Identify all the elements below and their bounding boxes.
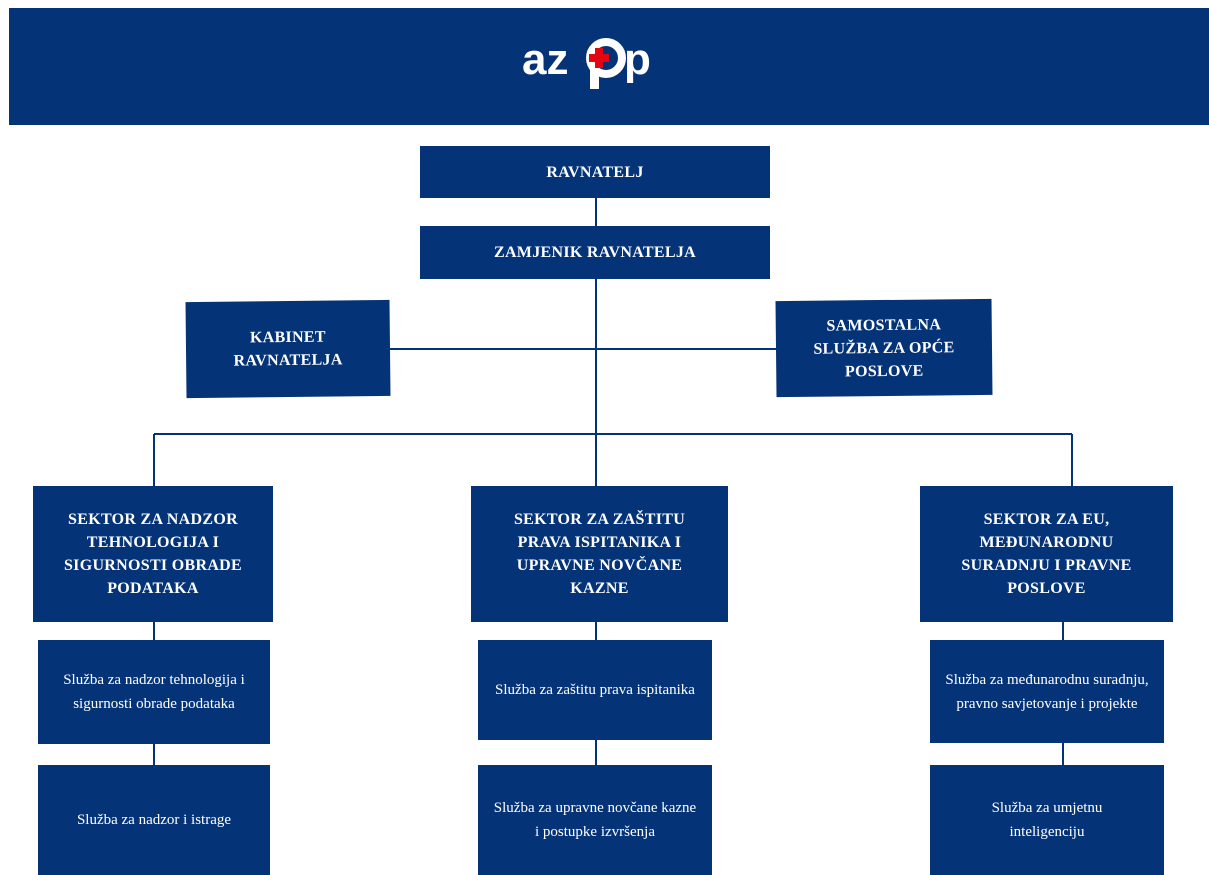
service-label: Služba za umjetnu inteligenciju [991, 800, 1103, 840]
service-box: Služba za nadzor tehnologija i sigurnost… [38, 640, 270, 744]
header-banner [9, 8, 1209, 125]
sector-title: SEKTOR ZA NADZOR TEHNOLOGIJA I SIGURNOST… [63, 511, 243, 597]
service-box: Služba za upravne novčane kazne i postup… [478, 765, 712, 875]
service-label: Služba za nadzor tehnologija i sigurnost… [63, 672, 245, 712]
director-label: RAVNATELJ [546, 163, 644, 181]
logo-text-right: p [624, 35, 651, 84]
cabinet-box: KABINET RAVNATELJA [185, 299, 391, 399]
sector-box: SEKTOR ZA EU, MEĐUNARODNU SURADNJU I PRA… [920, 486, 1173, 622]
sector-title: SEKTOR ZA EU, MEĐUNARODNU SURADNJU I PRA… [961, 511, 1132, 597]
service-label: Služba za nadzor i istrage [76, 812, 232, 828]
service-box: Služba za međunarodnu suradnju, pravno s… [930, 640, 1164, 743]
service-label: Služba za zaštitu prava ispitanika [495, 682, 695, 698]
service-label: Služba za međunarodnu suradnju, pravno s… [945, 671, 1149, 712]
logo-mark-icon [586, 38, 626, 89]
logo-text-left: az [522, 35, 569, 84]
cabinet-label: KABINET RAVNATELJA [233, 328, 343, 370]
service-box: Služba za umjetnu inteligenciju [930, 765, 1164, 875]
sector-box: SEKTOR ZA NADZOR TEHNOLOGIJA I SIGURNOST… [33, 486, 273, 622]
director-box: RAVNATELJ [420, 146, 770, 198]
service-box: Služba za zaštitu prava ispitanika [478, 640, 712, 740]
azop-logo: az p [522, 38, 672, 98]
service-box: Služba za nadzor i istrage [38, 765, 270, 875]
deputy-label: ZAMJENIK RAVNATELJA [493, 244, 697, 261]
sector-box: SEKTOR ZA ZAŠTITU PRAVA ISPITANIKA I UPR… [471, 486, 728, 622]
sector-title: SEKTOR ZA ZAŠTITU PRAVA ISPITANIKA I UPR… [513, 511, 686, 597]
general-service-box: SAMOSTALNA SLUŽBA ZA OPĆE POSLOVE [775, 298, 993, 398]
service-label: Služba za upravne novčane kazne i postup… [493, 800, 697, 840]
general-service-label: SAMOSTALNA SLUŽBA ZA OPĆE POSLOVE [813, 315, 955, 380]
deputy-box: ZAMJENIK RAVNATELJA [420, 226, 770, 279]
